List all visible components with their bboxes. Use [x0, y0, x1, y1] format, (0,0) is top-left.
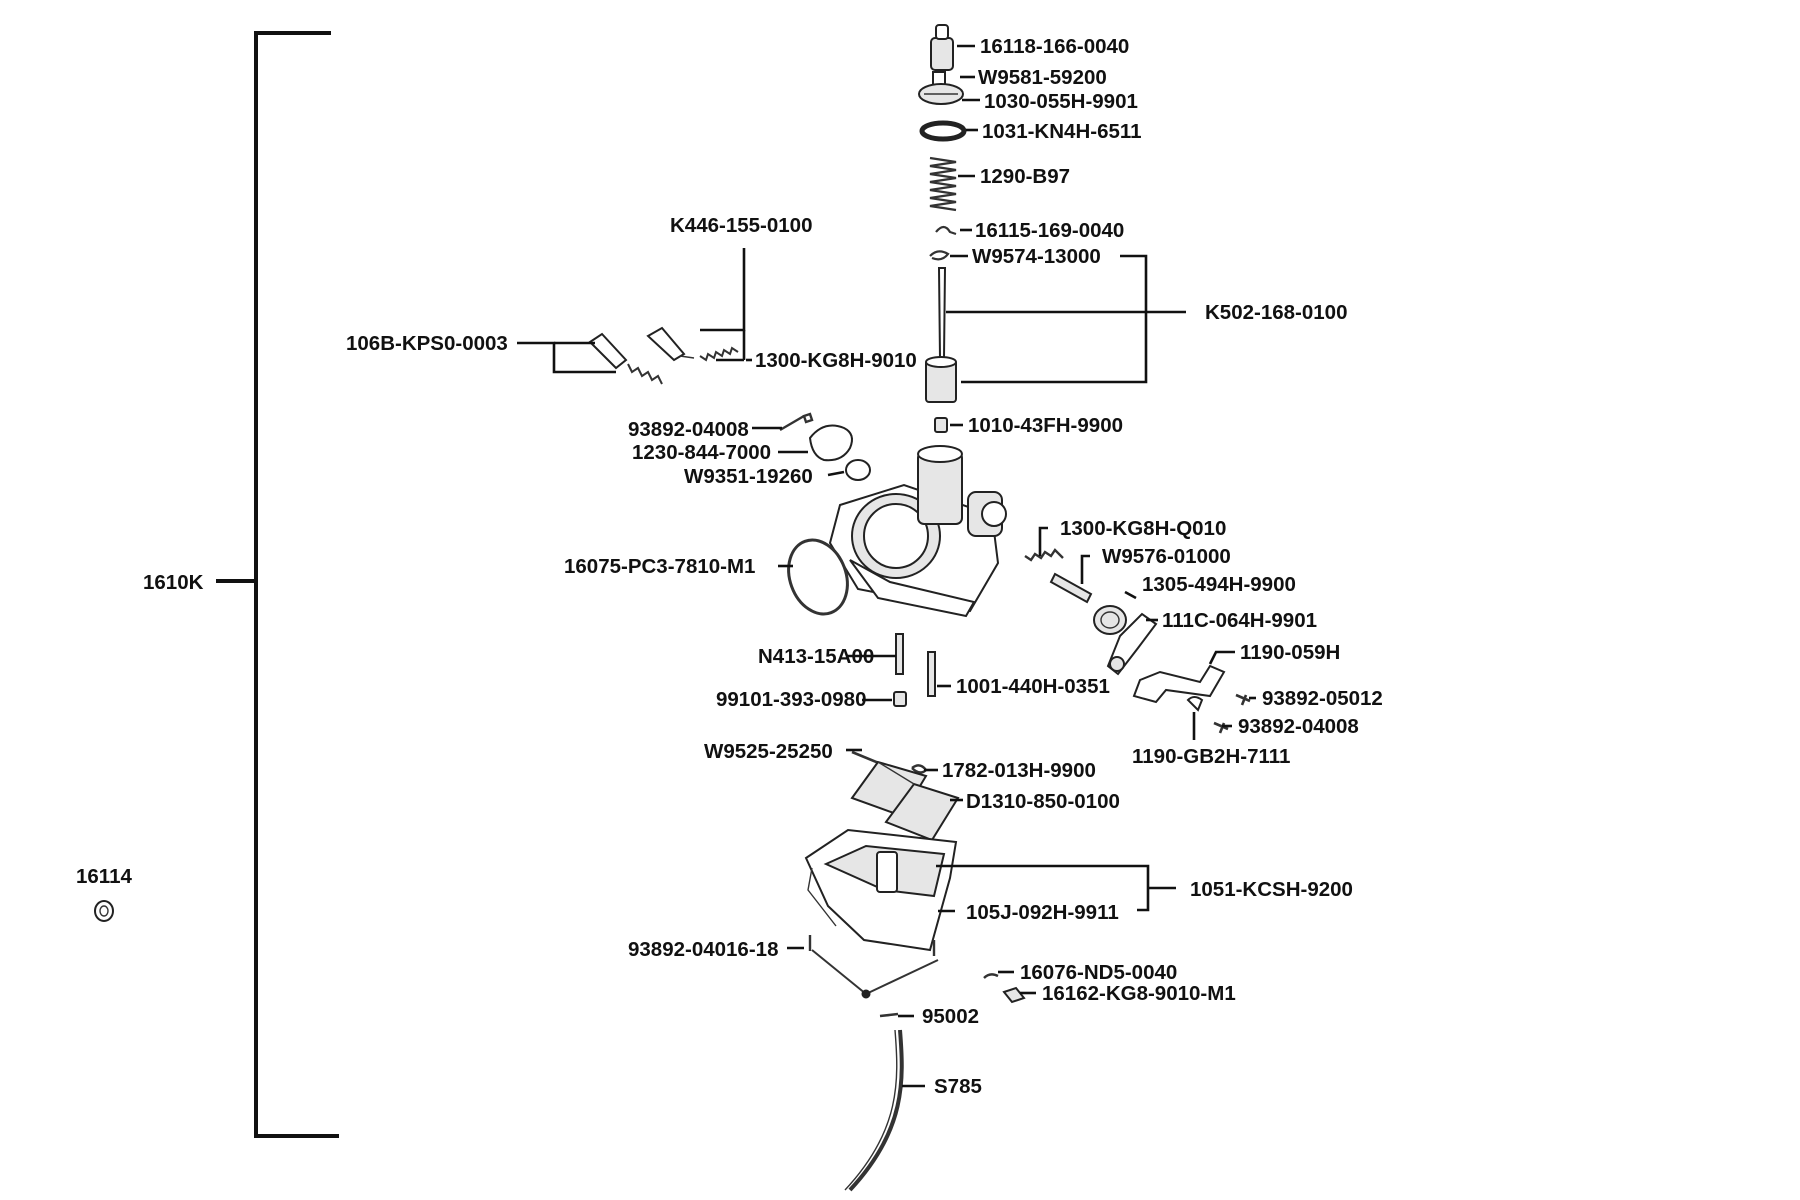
part-cap-16118: [930, 24, 954, 71]
part-clip-16162: [1002, 986, 1026, 1004]
part-screw-93892-05012: [1235, 693, 1251, 706]
label-93892-04008-b: 93892-04008: [1238, 715, 1359, 738]
part-float-bowl-105j: [804, 828, 958, 952]
label-1300-kg8h-9010: 1300-KG8H-9010: [755, 349, 917, 372]
part-hose-s785: [848, 1029, 904, 1192]
label-1290-b97: 1290-B97: [980, 165, 1070, 188]
part-gasket-16075: [787, 538, 849, 616]
part-throttle-valve-k502: [925, 356, 957, 403]
leader-lines: [517, 44, 1256, 1088]
label-1782-013h-9900: 1782-013H-9900: [942, 759, 1096, 782]
part-screws-93892-04016: [808, 935, 939, 999]
label-1001-440h-0351: 1001-440H-0351: [956, 675, 1110, 698]
label-93892-04016-18: 93892-04016-18: [628, 938, 778, 961]
part-bracket-1190-059h: [1132, 664, 1226, 704]
part-screw-93892-b: [1213, 721, 1229, 734]
label-16114: 16114: [76, 865, 132, 888]
part-screw-w9576: [1049, 572, 1093, 604]
label-1190-059h: 1190-059H: [1240, 641, 1340, 664]
label-93892-04008-a: 93892-04008: [628, 418, 749, 441]
label-1190-gb2h-7111: 1190-GB2H-7111: [1132, 745, 1290, 768]
part-clip-w9574: [929, 250, 950, 261]
label-99101-393-0980: 99101-393-0980: [716, 688, 866, 711]
part-spring-1290: [929, 156, 957, 212]
label-16076-nd5-0040: 16076-ND5-0040: [1020, 961, 1177, 984]
label-105j-092h-9911: 105J-092H-9911: [966, 901, 1119, 924]
label-1031-kn4h-6511: 1031-KN4H-6511: [982, 120, 1142, 143]
part-screw-93892-a: [779, 412, 814, 432]
label-93892-05012: 93892-05012: [1262, 687, 1383, 710]
label-w9574-13000: W9574-13000: [972, 245, 1101, 268]
part-needle-k502: [937, 267, 947, 359]
part-washer-1031: [919, 120, 967, 142]
part-jet-1001: [927, 651, 936, 697]
label-k446-155-0100: K446-155-0100: [670, 214, 812, 237]
label-95002: 95002: [922, 1005, 979, 1028]
part-labels: 16118-166-0040 W9581-59200 1030-055H-990…: [76, 35, 1383, 1098]
label-111c-064h-9901: 111C-064H-9901: [1162, 609, 1317, 632]
part-clip-95002: [879, 1012, 899, 1018]
part-screw-106b: [588, 332, 663, 385]
part-drawings: [94, 24, 1251, 1192]
label-1051-kcsh-9200: 1051-KCSH-9200: [1190, 878, 1353, 901]
label-16118-166-0040: 16118-166-0040: [980, 35, 1129, 58]
label-w9576-01000: W9576-01000: [1102, 545, 1231, 568]
label-16162-kg8-9010-m1: 16162-KG8-9010-M1: [1042, 982, 1236, 1005]
label-1300-kg8h-q010: 1300-KG8H-Q010: [1060, 517, 1226, 540]
part-screw-16076: [983, 973, 999, 979]
part-spring-1305: [1093, 605, 1127, 635]
part-nut-111c: [1109, 656, 1125, 672]
label-1305-494h-9900: 1305-494H-9900: [1142, 573, 1296, 596]
label-s785: S785: [934, 1075, 982, 1098]
part-adjuster-1030: [918, 71, 964, 105]
label-k502-168-0100: K502-168-0100: [1205, 301, 1347, 324]
label-n413-15a00: N413-15A00: [758, 645, 874, 668]
part-pilot-screw-k446: [646, 326, 739, 362]
part-jet-1010: [934, 417, 948, 433]
label-w9525-25250: W9525-25250: [704, 740, 833, 763]
label-1010-43fh-9900: 1010-43FH-9900: [968, 414, 1123, 437]
part-clamp-1190-gb2h: [1186, 696, 1204, 712]
part-jet-n413: [895, 633, 904, 675]
label-w9351-19260: W9351-19260: [684, 465, 813, 488]
assembly-bracket-1610k: [216, 31, 339, 1138]
part-grommet-16114: [94, 900, 114, 922]
part-clip-16115: [935, 225, 957, 236]
label-1030-055h-9901: 1030-055H-9901: [984, 90, 1138, 113]
part-float-d1310: [850, 760, 960, 842]
label-16075-pc3-7810-m1: 16075-PC3-7810-M1: [564, 555, 755, 578]
part-screw-1300-q010: [1024, 548, 1064, 562]
part-oring-w9351: [845, 459, 871, 481]
label-1230-844-7000: 1230-844-7000: [632, 441, 771, 464]
label-d1310-850-0100: D1310-850-0100: [966, 790, 1120, 813]
label-w9581-59200: W9581-59200: [978, 66, 1107, 89]
label-16115-169-0040: 16115-169-0040: [975, 219, 1124, 242]
label-106b-kps0-0003: 106B-KPS0-0003: [346, 332, 508, 355]
label-1610k: 1610K: [143, 571, 204, 594]
part-cover-1230: [808, 424, 853, 462]
part-mainjet-99101: [893, 691, 907, 707]
